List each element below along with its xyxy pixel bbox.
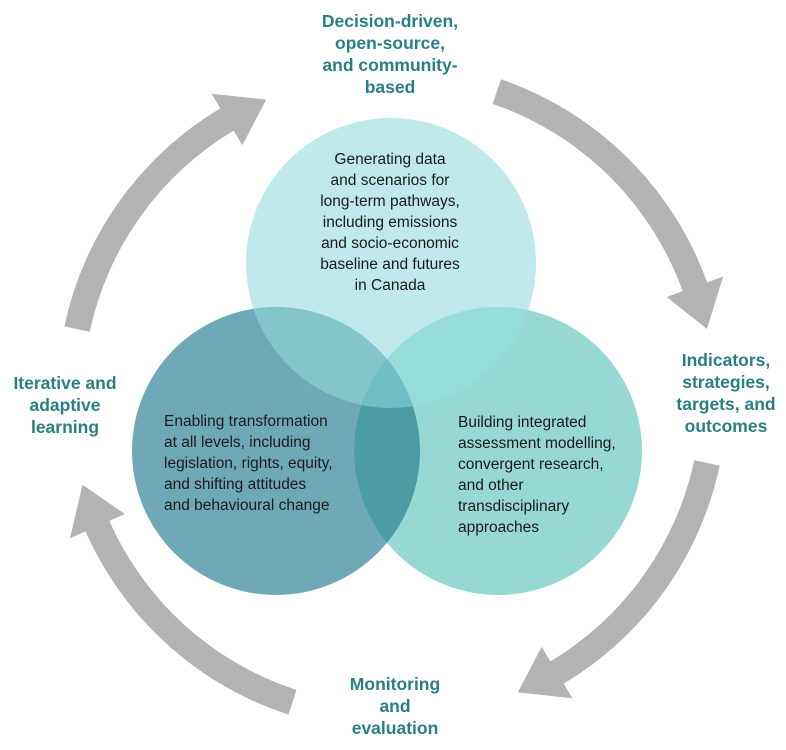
circle-text-enabling-transformation: Enabling transformation at all levels, i… — [164, 413, 333, 514]
arrow-top-to-right-icon — [492, 79, 724, 330]
stage-label-monitoring: Monitoring and evaluation — [349, 674, 441, 738]
venn-overlap-top-left — [246, 307, 420, 408]
arrow-left-to-top-icon — [64, 93, 267, 332]
stage-label-iterative: Iterative and adaptive learning — [13, 373, 117, 437]
stage-label-decision-driven: Decision-driven, open-source, and commun… — [321, 11, 459, 97]
arrow-right-to-bottom-icon — [517, 460, 720, 699]
arrow-bottom-to-left-icon — [70, 484, 297, 715]
stage-label-indicators: Indicators, strategies, targets, and out… — [676, 350, 776, 436]
cycle-arrows — [64, 79, 724, 715]
circle-text-building-integrated: Building integrated assessment modelling… — [458, 414, 616, 536]
venn-diagram — [132, 118, 642, 595]
circle-text-generating-data: Generating data and scenarios for long-t… — [320, 151, 460, 294]
venn-overlap-top-right — [354, 307, 536, 408]
